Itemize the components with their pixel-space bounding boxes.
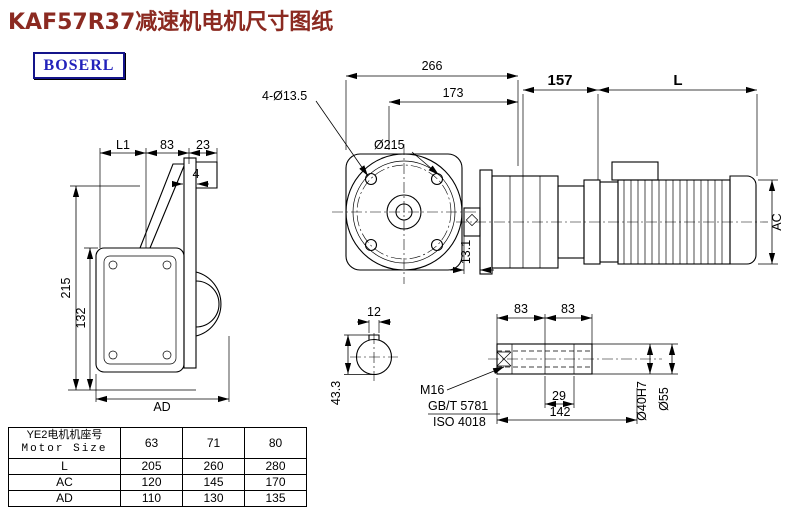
- table-row-AC: AC 120 145 170: [8, 473, 307, 491]
- dim-text-AC: AC: [770, 213, 784, 230]
- mount-hole: [162, 350, 172, 360]
- cell-AC-71: 145: [182, 473, 245, 491]
- standard-gb-label: GB/T 5781: [428, 399, 488, 413]
- table-corner-cell: YE2电机机座号 Motor Size: [8, 427, 121, 459]
- fan-cover: [729, 175, 757, 265]
- table-header-row: YE2电机机座号 Motor Size 63 71 80: [8, 427, 307, 459]
- logo-text: BOSERL: [43, 56, 115, 74]
- left-side-view: L1 83 23 4 215 132 AD: [59, 138, 230, 414]
- row-label-L: L: [8, 457, 121, 475]
- dim-text-23: 23: [196, 138, 210, 152]
- cell-AC-63: 120: [120, 473, 183, 491]
- dim-text-29: 29: [552, 389, 566, 403]
- bolt-hole: [430, 172, 444, 186]
- shaft-dims-extension-lines: [496, 314, 678, 424]
- row-label-AC: AC: [8, 473, 121, 491]
- cell-L-80: 280: [244, 457, 307, 475]
- frame-size-80: 80: [244, 427, 307, 459]
- dim-text-266: 266: [422, 59, 443, 73]
- dim-text-83a: 83: [514, 302, 528, 316]
- dim-text-142: 142: [550, 405, 571, 419]
- shaft-section-centerlines: [350, 333, 398, 381]
- mount-hole: [108, 260, 118, 270]
- side-dims-extension-lines: [463, 94, 778, 274]
- dim-text-flange-dia: Ø215: [374, 138, 405, 152]
- side-view-with-motor: 157 L AC 13.1: [450, 72, 784, 275]
- dim-text-83b: 83: [561, 302, 575, 316]
- dim-text-132: 132: [74, 308, 88, 329]
- thread-label: M16: [420, 383, 444, 397]
- dim-text-4: 4: [193, 167, 200, 181]
- mount-hole: [162, 260, 172, 270]
- flange-plate-edge: [183, 157, 197, 369]
- cell-AD-80: 135: [244, 489, 307, 507]
- motor-size-table: YE2电机机座号 Motor Size 63 71 80 L 205 260 2…: [8, 427, 307, 507]
- hollow-shaft-detail: 83 83 29 142 Ø40H7 Ø55 M16 GB/T 5781 ISO…: [420, 302, 678, 429]
- bolt-hole: [364, 172, 378, 186]
- corner-label-cn: YE2电机机座号: [26, 429, 103, 441]
- dim-text-173: 173: [443, 86, 464, 100]
- cell-AD-71: 130: [182, 489, 245, 507]
- frame-size-71: 71: [182, 427, 245, 459]
- bolt-hole: [430, 238, 444, 252]
- dim-text-157: 157: [547, 72, 572, 89]
- dim-text-215: 215: [59, 278, 73, 299]
- cell-L-71: 260: [182, 457, 245, 475]
- front-dims-extension-lines: [345, 80, 519, 166]
- dim-text-bore40: Ø40H7: [635, 381, 649, 421]
- dim-text-L: L: [673, 72, 682, 89]
- bolt-hole: [364, 238, 378, 252]
- cell-L-63: 205: [120, 457, 183, 475]
- shaft-cover-dome: [195, 271, 222, 337]
- dim-text-AD: AD: [153, 400, 170, 414]
- gearbox-body-outline: [95, 247, 185, 373]
- front-flange-view: 266 173 4-Ø13.5 Ø215: [262, 59, 519, 284]
- page-title: KAF57R37减速机电机尺寸图纸: [8, 10, 334, 35]
- cell-AD-63: 110: [120, 489, 183, 507]
- adapter-slant-lines: [139, 163, 185, 249]
- thread-leader: [446, 366, 505, 391]
- dim-text-recess: 13.1: [459, 240, 473, 264]
- corner-label-en: Motor Size: [21, 442, 108, 455]
- boserl-logo: BOSERL: [33, 52, 125, 79]
- bolt-hole-leader: [315, 100, 369, 177]
- table-row-L: L 205 260 280: [8, 457, 307, 475]
- cell-AC-80: 170: [244, 473, 307, 491]
- dim-text-bolt-holes: 4-Ø13.5: [262, 89, 307, 103]
- frame-size-63: 63: [120, 427, 183, 459]
- plug-diamond-icon: [465, 213, 479, 227]
- row-label-AD: AD: [8, 489, 121, 507]
- dim-text-key12: 12: [367, 305, 381, 319]
- standard-iso-label: ISO 4018: [433, 415, 486, 429]
- dim-text-433: 43.3: [329, 381, 343, 405]
- shaft-section-extension-lines: [344, 320, 380, 375]
- table-row-AD: AD 110 130 135: [8, 489, 307, 507]
- terminal-box: [611, 161, 659, 181]
- gearbox-body-inner: [103, 255, 177, 365]
- shaft-cross-section: 12 43.3: [329, 305, 398, 405]
- dim-text-83-top: 83: [160, 138, 174, 152]
- top-tab-outline: [196, 161, 218, 189]
- dim-text-dia55: Ø55: [657, 387, 671, 411]
- front-view-centerlines: [332, 144, 476, 284]
- dim-text-L1: L1: [116, 138, 130, 152]
- thread-hole-hatch: [496, 351, 512, 367]
- mount-hole: [108, 350, 118, 360]
- flange-dia-leader: [411, 151, 440, 176]
